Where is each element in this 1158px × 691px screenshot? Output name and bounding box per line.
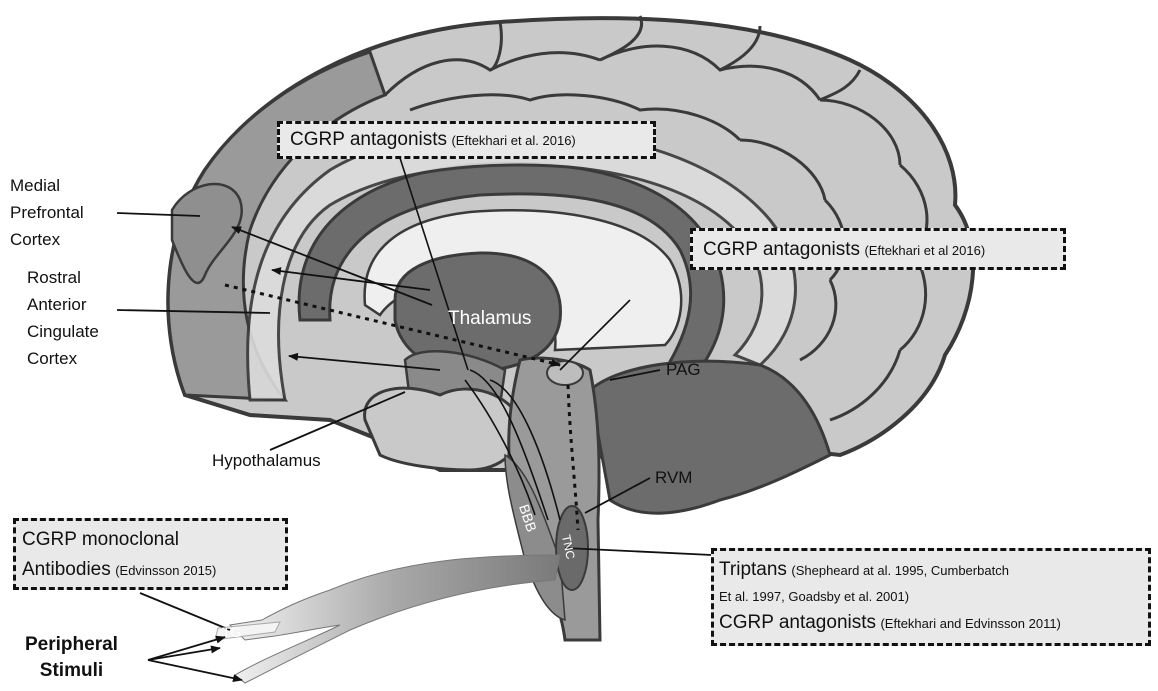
box-triptans-cite2: Et al. 1997, Goadsby et al. 2001) [719,586,1148,608]
box-top-cite: (Eftekhari et al. 2016) [451,133,575,148]
box-right-main: CGRP antagonists [703,239,860,260]
box-top-main: CGRP antagonists [290,129,447,150]
label-mpfc: Medial Prefrontal Cortex [10,172,84,253]
label-rvm: RVM [655,468,692,488]
label-tg: TG [222,624,241,640]
box-mab-line2-cite: (Edvinsson 2015) [115,563,216,578]
label-racc: Rostral Anterior Cingulate Cortex [27,264,99,372]
box-triptans-cgrp-cite: (Eftekhari and Edvinsson 2011) [880,616,1060,631]
box-mab-line2-main: Antibodies [22,559,111,580]
label-thalamus: Thalamus [448,308,531,330]
box-triptans: Triptans (Shepheard at al. 1995, Cumberb… [711,548,1151,646]
label-pag: PAG [666,360,701,380]
box-cgrp-antagonists-top: CGRP antagonists (Eftekhari et al. 2016) [277,121,656,159]
box-mab-line1: CGRP monoclonal [22,525,285,555]
box-right-cite: (Eftekhari et al 2016) [864,243,985,258]
box-cgrp-antagonists-right: CGRP antagonists (Eftekhari et al 2016) [690,228,1066,270]
label-peripheral-stimuli: Peripheral Stimuli [25,632,118,684]
box-triptans-cite1: (Shepheard at al. 1995, Cumberbatch [791,563,1009,578]
box-triptans-main: Triptans [719,559,787,580]
box-monoclonal-antibodies: CGRP monoclonal Antibodies (Edvinsson 20… [13,518,288,590]
label-hypothalamus: Hypothalamus [212,447,321,474]
box-triptans-cgrp-main: CGRP antagonists [719,612,876,633]
